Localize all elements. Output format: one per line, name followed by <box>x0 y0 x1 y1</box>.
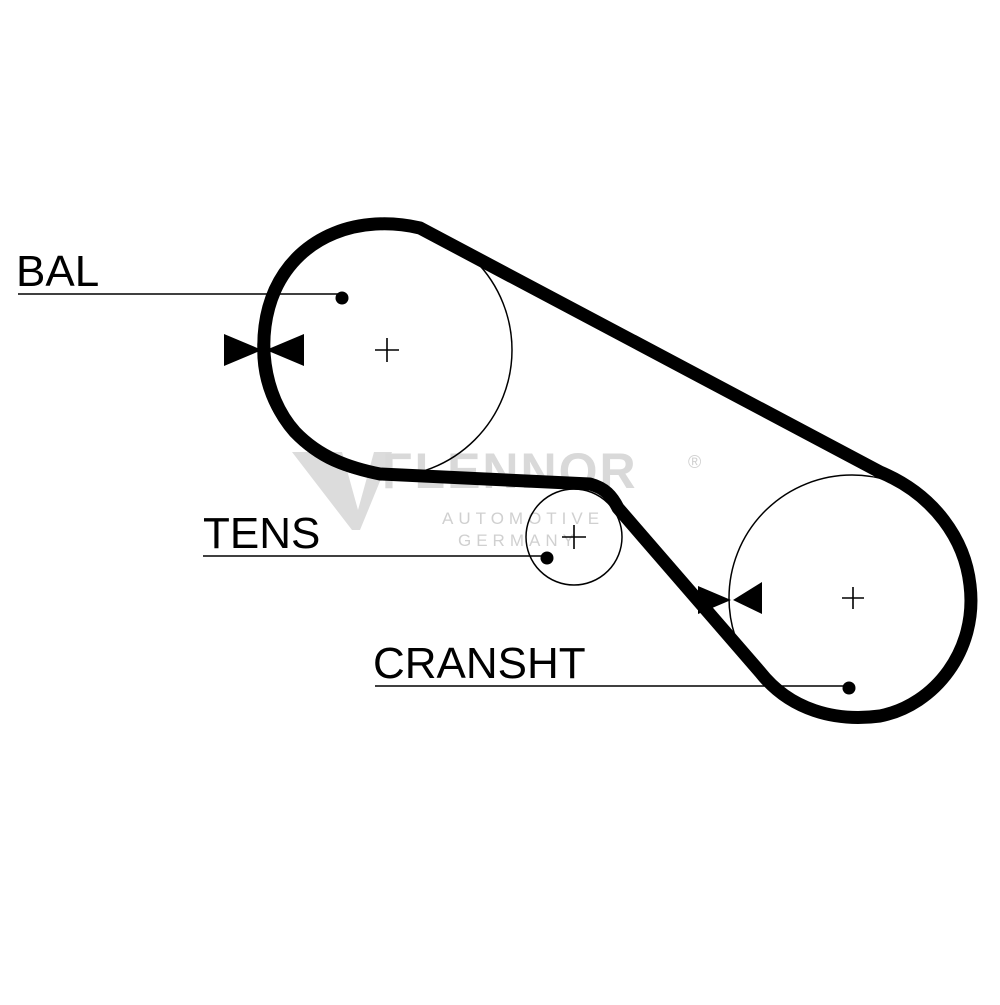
watermark-registered-mark: ® <box>688 452 701 472</box>
timing-belt <box>257 217 978 724</box>
watermark-line2: GERMANY <box>458 531 579 550</box>
balance-timing-mark-icon <box>224 334 304 366</box>
balance-center-cross <box>375 338 399 362</box>
watermark-line1: AUTOMOTIVE <box>442 509 604 528</box>
cransht-leader <box>375 681 856 695</box>
bal-leader <box>18 291 349 305</box>
tensioner-center-cross <box>562 525 586 549</box>
crankshaft-center-cross <box>842 587 864 609</box>
label-bal: BAL <box>16 247 99 296</box>
label-tens: TENS <box>203 509 320 558</box>
watermark-logo-icon <box>292 452 392 530</box>
tens-leader <box>203 551 554 565</box>
label-cransht: CRANSHT <box>373 639 586 688</box>
crankshaft-timing-mark-icon <box>698 582 762 614</box>
